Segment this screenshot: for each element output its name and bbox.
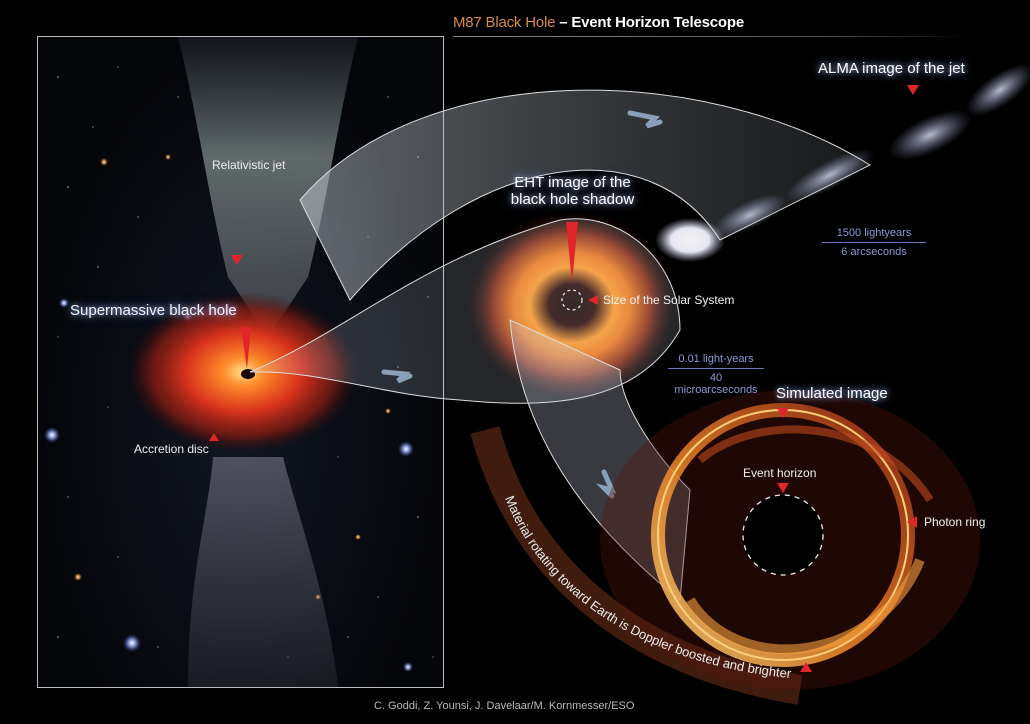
label-eht-line2: black hole shadow bbox=[510, 191, 635, 208]
title-instrument: – Event Horizon Telescope bbox=[559, 14, 744, 31]
label-relativistic-jet: Relativistic jet bbox=[212, 158, 286, 172]
image-credit: C. Goddi, Z. Younsi, J. Davelaar/M. Korn… bbox=[374, 700, 635, 712]
label-solar-system: Size of the Solar System bbox=[603, 293, 735, 307]
eht-scale-angle: 40 microarcseconds bbox=[674, 372, 758, 396]
eht-shadow-image bbox=[467, 210, 677, 400]
label-eht: EHT image of the black hole shadow bbox=[510, 174, 635, 208]
event-horizon-circle bbox=[742, 494, 824, 576]
simulated-image bbox=[600, 390, 980, 690]
label-accretion-disc: Accretion disc bbox=[134, 442, 209, 456]
alma-scale-bar: 1500 lightyears 6 arcseconds bbox=[822, 227, 926, 258]
scale-line bbox=[822, 242, 926, 243]
solar-system-circle bbox=[561, 289, 583, 311]
alma-scale-angle: 6 arcseconds bbox=[841, 246, 907, 258]
page-title: M87 Black Hole – Event Horizon Telescope bbox=[453, 14, 744, 31]
arrow-icon bbox=[627, 110, 663, 129]
label-supermassive-black-hole: Supermassive black hole bbox=[70, 302, 237, 319]
eht-scale-bar: 0.01 light-years 40 microarcseconds bbox=[668, 353, 764, 396]
arrow-icon bbox=[595, 469, 617, 499]
scale-line bbox=[668, 368, 764, 369]
label-photon-ring: Photon ring bbox=[924, 515, 986, 529]
label-eht-line1: EHT image of the bbox=[514, 174, 631, 191]
title-object: M87 Black Hole bbox=[453, 14, 556, 31]
artist-impression-illustration bbox=[44, 37, 434, 687]
jet-zoom-funnel bbox=[299, 89, 872, 301]
label-alma-jet: ALMA image of the jet bbox=[818, 60, 965, 77]
label-event-horizon: Event horizon bbox=[743, 466, 817, 480]
artist-impression-panel: Relativistic jet Supermassive black hole… bbox=[37, 36, 444, 688]
alma-scale-distance: 1500 lightyears bbox=[836, 227, 912, 239]
arrow-icon bbox=[381, 369, 413, 384]
label-simulated-image: Simulated image bbox=[776, 385, 888, 402]
eht-scale-distance: 0.01 light-years bbox=[678, 353, 754, 365]
title-divider bbox=[453, 36, 973, 37]
